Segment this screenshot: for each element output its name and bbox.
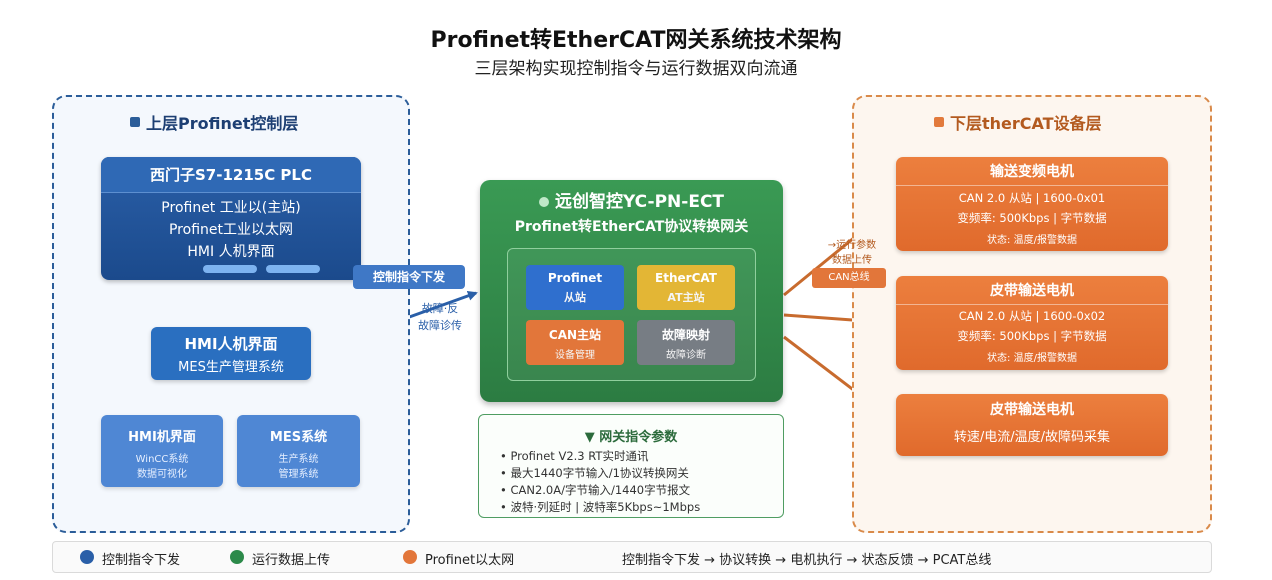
hmi-system-line: 数据可视化: [137, 469, 187, 480]
motor-line: CAN 2.0 从站 | 1600-0x01: [958, 191, 1106, 205]
gateway-subtitle: Profinet转EtherCAT协议转换网关: [514, 219, 749, 235]
motor-box: [896, 276, 1168, 370]
mes-system-line: 管理系统: [278, 469, 319, 480]
legend-label: 运行数据上传: [252, 553, 331, 568]
dot-icon: [538, 197, 549, 207]
control-layer-title: 上层Profinet控制层: [130, 110, 298, 134]
device-layer-title-text: 下层therCAT设备层: [950, 114, 1102, 133]
data-up-label: 数据上传: [832, 255, 872, 266]
diagram-title: Profinet转EtherCAT网关系统技术架构: [430, 28, 842, 53]
plc-line: Profinet 工业以(主站): [161, 200, 301, 216]
gateway-params-title-text: 网关指令参数: [599, 430, 678, 445]
legend-dot-blue-icon: [80, 550, 94, 564]
motor-box: [896, 157, 1168, 251]
motor-title: 输送变频电机: [896, 160, 1168, 186]
hmi-system-title: HMI机界面: [128, 430, 196, 445]
plc-line: HMI 人机界面: [187, 244, 275, 260]
module-subtitle: 设备管理: [555, 350, 595, 361]
motor-title: 皮带输送电机: [896, 279, 1168, 305]
motor-title: 皮带输送电机: [990, 402, 1074, 418]
mes-system-box: [237, 415, 360, 487]
triangle-down-icon: ▼: [584, 430, 600, 445]
motor-box: [896, 394, 1168, 456]
module-profinet: [526, 265, 624, 310]
hmi-system-box: [101, 415, 223, 487]
motor-line: 转速/电流/温度/故障码采集: [953, 430, 1111, 445]
gateway-title-text: 远创智控YC-PN-ECT: [554, 192, 725, 212]
legend-bar: [52, 541, 1212, 573]
gateway-title: 远创智控YC-PN-ECT: [480, 187, 783, 212]
module-title: 故障映射: [661, 328, 710, 342]
motor-line: CAN 2.0 从站 | 1600-0x02: [958, 309, 1106, 323]
fault-feedback-label: 故障·反: [421, 302, 459, 315]
gateway-params-box: [478, 414, 784, 518]
process-flow-text: 控制指令下发 → 协议转换 → 电机执行 → 状态反馈 → PCAT总线: [622, 553, 992, 568]
gateway-param-line: • 最大1440字节输入/1协议转换网关: [500, 466, 689, 480]
hmi-title: HMI人机界面: [184, 335, 278, 353]
gateway-param-line: • 波特·列延时 | 波特率5Kbps~1Mbps: [500, 500, 701, 514]
mes-system-line: 生产系统: [278, 454, 319, 465]
module-subtitle: 从站: [564, 291, 586, 304]
square-icon: [934, 117, 944, 127]
can-bus-tag: CAN总线: [812, 268, 886, 288]
module-title: EtherCAT: [655, 271, 717, 285]
control-down-tag: 控制指令下发: [353, 265, 465, 289]
device-layer-title: 下层therCAT设备层: [934, 110, 1102, 134]
control-layer-title-text: 上层Profinet控制层: [146, 114, 299, 133]
legend-label: 控制指令下发: [102, 553, 181, 568]
module-subtitle: AT主站: [667, 291, 705, 304]
module-title: CAN主站: [548, 328, 602, 342]
fault-diagnosis-label: 故障诊传: [418, 319, 462, 332]
legend-dot-orange-icon: [403, 550, 417, 564]
module-ethercat: [637, 265, 735, 310]
hmi-subtitle: MES生产管理系统: [178, 360, 284, 375]
motor-line: 变频率: 500Kbps | 字节数据: [957, 211, 1107, 225]
motor-line: 状态: 温度/报警数据: [987, 353, 1077, 364]
gateway-params-title: ▼ 网关指令参数: [478, 426, 784, 445]
hmi-system-line: WinCC系统: [135, 454, 189, 465]
motor-line: 变频率: 500Kbps | 字节数据: [957, 329, 1107, 343]
plc-title: 西门子S7-1215C PLC: [101, 157, 361, 193]
module-subtitle: 故障诊断: [666, 350, 706, 361]
motor-line: 状态: 温度/报警数据: [987, 235, 1077, 246]
plc-line: Profinet工业以太网: [168, 222, 293, 238]
gateway-param-line: • CAN2.0A/字节输入/1440字节报文: [500, 483, 691, 497]
plc-indicator-bar: [266, 265, 320, 273]
module-can-master: [526, 320, 624, 365]
square-icon: [130, 117, 140, 127]
diagram-subtitle: 三层架构实现控制指令与运行数据双向流通: [474, 59, 798, 79]
data-up-label: →运行参数: [827, 240, 877, 251]
plc-indicator-bar: [203, 265, 257, 273]
gateway-param-line: • Profinet V2.3 RT实时通讯: [500, 449, 649, 463]
legend-label: Profinet以太网: [425, 553, 515, 568]
module-fault-mapping: [637, 320, 735, 365]
hmi-box: [151, 327, 311, 380]
module-title: Profinet: [547, 271, 603, 285]
mes-system-title: MES系统: [269, 430, 328, 445]
legend-dot-green-icon: [230, 550, 244, 564]
